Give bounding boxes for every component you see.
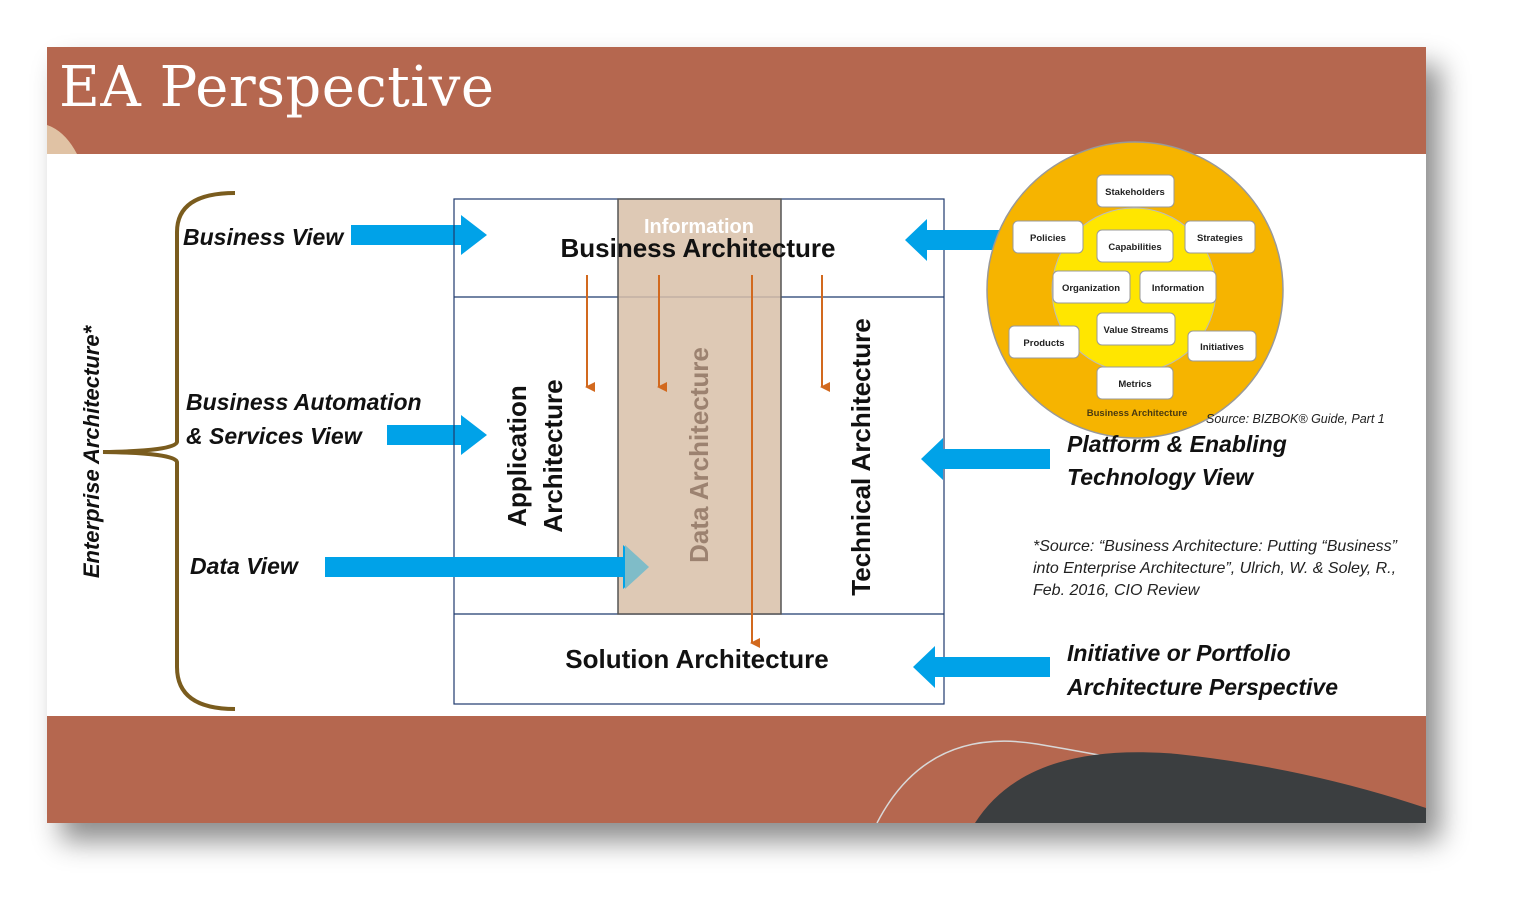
products-label: Products: [1023, 338, 1064, 349]
capabilities-box: [1096, 229, 1174, 263]
bizbok-source: Source: BIZBOK® Guide, Part 1: [1206, 412, 1385, 426]
enterprise-bracket: [102, 191, 236, 711]
slide: EA Perspective Enterprise Architecture* …: [47, 47, 1426, 823]
initiatives-box: [1187, 330, 1257, 362]
policies-box: [1012, 220, 1084, 254]
business-architecture-label: Business Architecture: [560, 233, 835, 263]
application-architecture-label-line1: Application: [502, 385, 532, 527]
stakeholders-box: [1096, 174, 1175, 208]
citation-line3: Feb. 2016, CIO Review: [1033, 582, 1201, 599]
slide-title: EA Perspective: [59, 55, 495, 120]
corner-curve-decoration: [47, 125, 77, 154]
organization-box: [1052, 270, 1131, 304]
footer-decoration: [876, 740, 1426, 823]
information-label: Information: [644, 216, 754, 238]
platform-view-label-line1: Platform & Enabling: [1067, 431, 1287, 457]
initiative-view-label-line2: Architecture Perspective: [1066, 674, 1338, 700]
citation-line2: into Enterprise Architecture”, Ulrich, W…: [1033, 560, 1396, 577]
information-box: [1139, 270, 1217, 304]
stakeholders-label: Stakeholders: [1105, 187, 1165, 198]
application-architecture-label-line2: Architecture: [538, 379, 568, 532]
platform-view-label-line2: Technology View: [1067, 464, 1255, 490]
title-band: EA Perspective: [47, 47, 1426, 154]
bizbok-circle: Stakeholders Policies Capabilities Strat…: [986, 141, 1284, 439]
bizbok-arrow: [905, 219, 1005, 261]
technical-architecture-label: Technical Architecture: [846, 318, 876, 595]
enterprise-architecture-label: Enterprise Architecture*: [79, 324, 104, 578]
data-view-arrow-head: [625, 545, 649, 589]
initiatives-label: Initiatives: [1200, 342, 1244, 353]
citation-line1: *Source: “Business Architecture: Putting…: [1033, 538, 1398, 555]
strategies-box: [1184, 220, 1256, 254]
business-automation-label-line2: & Services View: [186, 423, 364, 449]
information-item-label: Information: [1152, 283, 1204, 294]
capabilities-label: Capabilities: [1108, 242, 1161, 253]
data-view-arrow-shaft: [325, 545, 647, 589]
bizbok-caption: Business Architecture: [1087, 408, 1188, 419]
metrics-label: Metrics: [1118, 379, 1151, 390]
business-view-label: Business View: [183, 224, 345, 250]
strategies-label: Strategies: [1197, 233, 1243, 244]
data-architecture-label: Data Architecture: [684, 347, 714, 563]
solution-architecture-label: Solution Architecture: [565, 644, 828, 674]
business-automation-arrow: [387, 415, 487, 455]
footer-dark-shape: [975, 752, 1426, 823]
initiative-view-arrow: [913, 646, 1050, 688]
data-architecture-column: [617, 198, 782, 615]
initiative-view-label-line1: Initiative or Portfolio: [1067, 640, 1291, 666]
organization-label: Organization: [1062, 283, 1120, 294]
footer-band: [47, 716, 1426, 823]
products-box: [1008, 325, 1080, 359]
metrics-box: [1096, 366, 1174, 400]
value-streams-label: Value Streams: [1104, 325, 1169, 336]
ea-diagram: Enterprise Architecture* Business View B…: [79, 141, 1398, 711]
platform-view-arrow: [921, 438, 1050, 480]
value-streams-box: [1096, 312, 1176, 346]
policies-label: Policies: [1030, 233, 1066, 244]
business-automation-label-line1: Business Automation: [186, 389, 422, 415]
business-view-arrow: [351, 215, 487, 255]
data-view-label: Data View: [190, 553, 300, 579]
